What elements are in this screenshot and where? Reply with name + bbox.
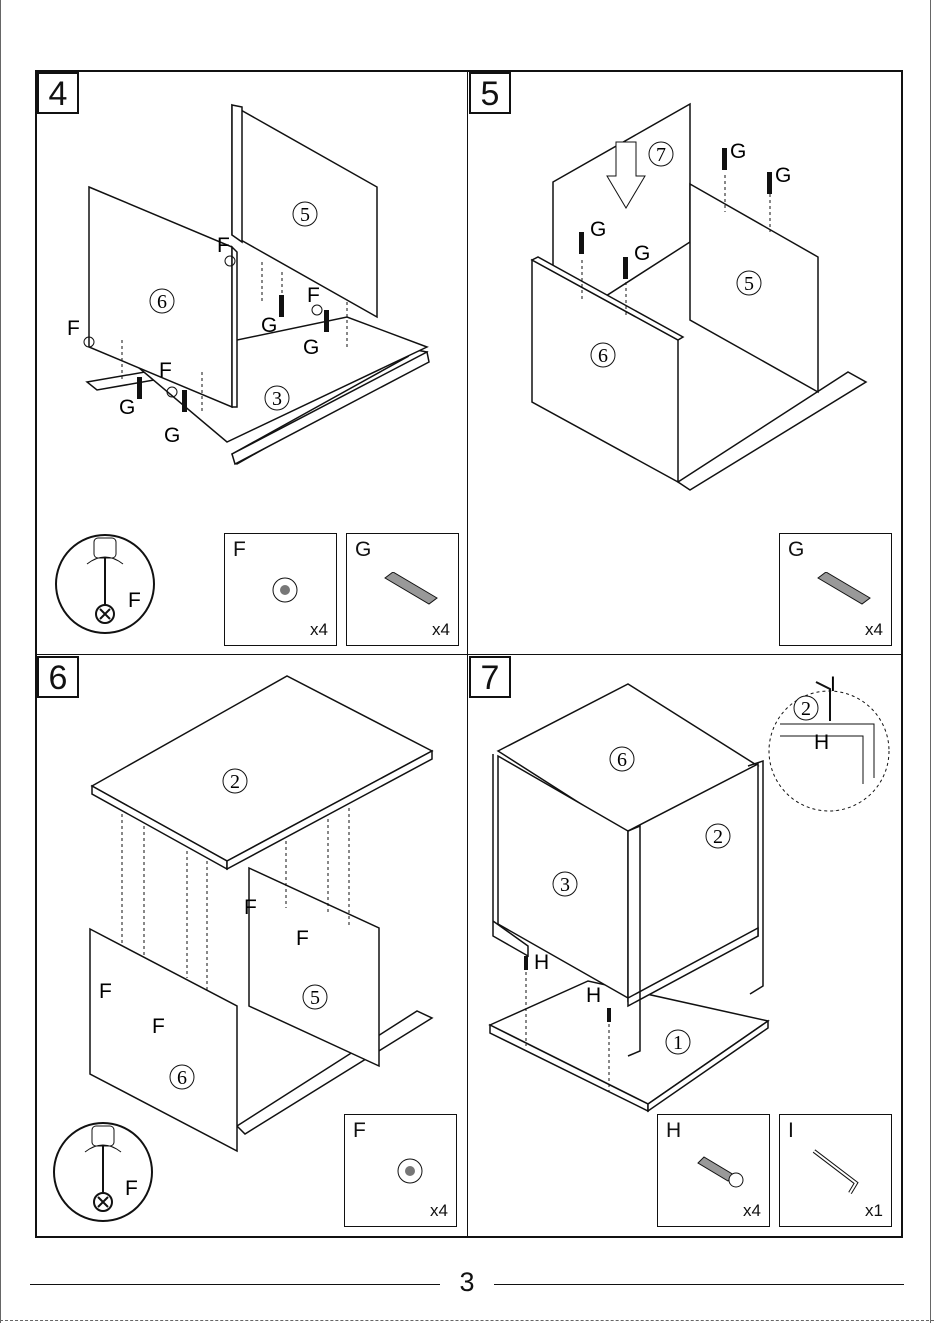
- dowel-label: G: [303, 336, 319, 359]
- screwdriver-icon: [54, 1123, 152, 1221]
- part-box-g: G x4: [346, 533, 459, 646]
- key-label: I: [830, 673, 836, 696]
- part-label-3: 3: [272, 388, 282, 410]
- part-letter: H: [666, 1119, 681, 1143]
- part-qty: x4: [743, 1201, 761, 1221]
- cam-label: F: [244, 896, 257, 919]
- allen-key-icon: [810, 1147, 870, 1197]
- part-letter: G: [788, 538, 804, 562]
- cam-lock-icon: [395, 1155, 427, 1187]
- dowel-icon: [816, 572, 872, 606]
- tool-step-label: F: [125, 1177, 138, 1200]
- dowel-icon: [383, 572, 439, 606]
- part-qty: x4: [310, 620, 328, 640]
- part-label-6: 6: [617, 749, 627, 771]
- cam-lock-icon: [270, 574, 302, 606]
- grid-divider-horizontal: [35, 654, 903, 655]
- screwdriver-icon: [56, 535, 154, 633]
- part-qty: x4: [432, 620, 450, 640]
- page-edge-left: [0, 0, 1, 1323]
- part-letter: G: [355, 538, 371, 562]
- bolt-label: H: [586, 984, 601, 1007]
- part-label-6: 6: [598, 345, 608, 367]
- bolt-label: H: [534, 951, 549, 974]
- panel-6-shape: [90, 929, 237, 1151]
- part-letter: F: [233, 538, 246, 562]
- dowel-label: G: [164, 424, 180, 447]
- panel-2-shape: [92, 676, 432, 861]
- part-letter: I: [788, 1119, 794, 1143]
- trim-line: [0, 1320, 934, 1321]
- part-label-2: 2: [801, 698, 811, 720]
- dowel-label: G: [634, 242, 650, 265]
- cam-label: F: [152, 1015, 165, 1038]
- part-label-3: 3: [560, 874, 570, 896]
- dowel-label: G: [590, 218, 606, 241]
- part-label-5: 5: [300, 204, 310, 226]
- part-box-g: G x4: [779, 533, 892, 646]
- part-label-6: 6: [157, 291, 167, 313]
- footer-rule-left: [30, 1284, 440, 1285]
- cam-label: F: [67, 317, 80, 340]
- part-label-7: 7: [656, 144, 666, 166]
- cam-label: F: [99, 980, 112, 1003]
- part-label-1: 1: [673, 1032, 683, 1054]
- cam-label: F: [217, 234, 230, 257]
- part-qty: x4: [430, 1201, 448, 1221]
- panel-5-shape: [249, 868, 379, 1066]
- part-box-h: H x4: [657, 1114, 770, 1227]
- part-letter: F: [353, 1119, 366, 1143]
- cam-label: F: [296, 927, 309, 950]
- page-number: 3: [452, 1267, 482, 1298]
- tool-step-label: F: [128, 589, 141, 612]
- dowel-label: G: [775, 164, 791, 187]
- footer-rule-right: [494, 1284, 904, 1285]
- cam-label: F: [159, 359, 172, 382]
- dowel-label: G: [261, 314, 277, 337]
- part-label-5: 5: [310, 987, 320, 1009]
- part-label-2: 2: [230, 771, 240, 793]
- part-box-i: I x1: [779, 1114, 892, 1227]
- cam-label: F: [307, 284, 320, 307]
- part-label-2: 2: [713, 826, 723, 848]
- page-edge-right: [930, 0, 931, 1323]
- part-box-f: F x4: [344, 1114, 457, 1227]
- part-box-f: F x4: [224, 533, 337, 646]
- part-qty: x4: [865, 620, 883, 640]
- part-qty: x1: [865, 1201, 883, 1221]
- part-label-6: 6: [177, 1067, 187, 1089]
- bolt-icon: [696, 1155, 748, 1189]
- bolt-label: H: [814, 731, 829, 754]
- dowel-label: G: [730, 140, 746, 163]
- part-label-5: 5: [744, 273, 754, 295]
- dowel-label: G: [119, 396, 135, 419]
